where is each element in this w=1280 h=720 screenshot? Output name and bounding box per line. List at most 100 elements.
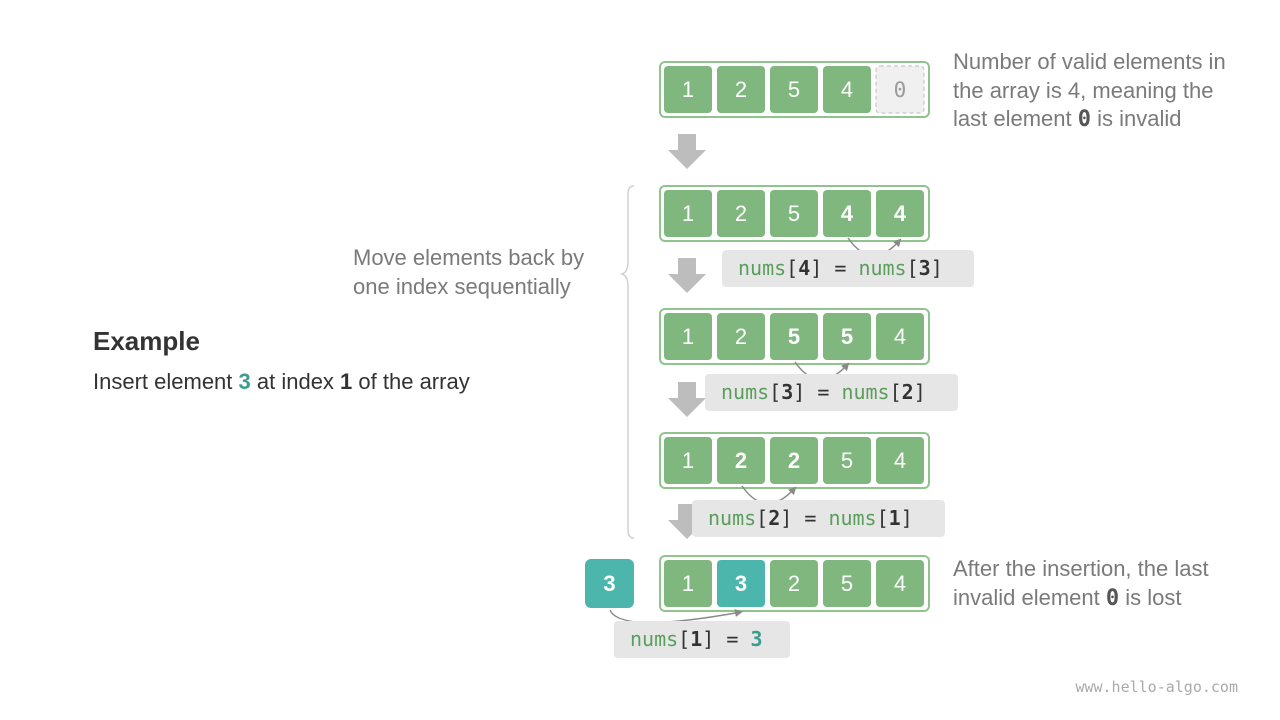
- down-arrows: [668, 134, 706, 539]
- op-bracket-open: [: [907, 256, 919, 280]
- op-rhs-index: 2: [902, 380, 914, 404]
- op-lhs-index: 3: [781, 380, 793, 404]
- op-bracket-open: [: [678, 627, 690, 651]
- array-cell: [876, 313, 924, 360]
- op-bracket-open: [: [890, 380, 902, 404]
- note-top-line3-prefix: last element: [953, 106, 1078, 131]
- array-cell-value: 1: [682, 571, 694, 596]
- new-element-box: [585, 559, 634, 608]
- op-label-bg: [692, 500, 945, 537]
- op-bracket-close: ]: [931, 256, 943, 280]
- array-cell-value: 2: [788, 448, 800, 473]
- array-cell: [770, 190, 818, 237]
- note-top-code: 0: [1078, 107, 1091, 132]
- insert-mid: at index: [251, 369, 340, 394]
- op-bracket-close: ]: [901, 506, 913, 530]
- note-top-line3-suffix: is invalid: [1091, 106, 1181, 131]
- op-eq: =: [792, 506, 828, 530]
- op-label-text: nums[3] = nums[2]: [721, 380, 926, 404]
- array-cell: [770, 560, 818, 607]
- insert-value: 3: [239, 369, 251, 394]
- op-lhs-index: 2: [768, 506, 780, 530]
- new-element: 3: [585, 559, 634, 608]
- op-lhs-name: nums: [738, 256, 786, 280]
- new-element-value: 3: [603, 571, 615, 596]
- array-cell: [770, 66, 818, 113]
- array-cell-value: 2: [735, 201, 747, 226]
- array-cell: [664, 190, 712, 237]
- array-cell: [664, 313, 712, 360]
- array-cell: [664, 66, 712, 113]
- insert-suffix: of the array: [352, 369, 469, 394]
- note-bottom-line1: After the insertion, the last: [953, 556, 1209, 581]
- array-cell-value: 1: [682, 324, 694, 349]
- array-cell-value: 2: [735, 448, 747, 473]
- op-bracket-close: ]: [780, 506, 792, 530]
- op-lhs-name: nums: [630, 627, 678, 651]
- array-row: 1 2 5 5 4: [659, 308, 930, 365]
- down-arrow-icon: [668, 258, 706, 293]
- array-cell: [823, 313, 871, 360]
- array-cell: [664, 437, 712, 484]
- op-rhs-name: nums: [858, 256, 906, 280]
- example-title: Example: [93, 326, 200, 356]
- inserted-cell: [717, 560, 765, 607]
- note-bottom-code: 0: [1106, 586, 1119, 611]
- op-bracket-close: ]: [914, 380, 926, 404]
- array-cell-value: 5: [841, 448, 853, 473]
- op-rhs-value: 3: [750, 627, 762, 651]
- note-bottom-line2-prefix: invalid element: [953, 585, 1106, 610]
- array-cell: [770, 437, 818, 484]
- op-label-2: nums[3] = nums[2]: [705, 374, 958, 411]
- array-cell-value: 2: [735, 324, 747, 349]
- array-cell: [717, 190, 765, 237]
- example-description: Insert element 3 at index 1 of the array: [93, 369, 470, 394]
- array-cell: [770, 313, 818, 360]
- insert-index: 1: [340, 369, 352, 394]
- op-lhs-name: nums: [708, 506, 756, 530]
- array-cell: [664, 560, 712, 607]
- array-cell: [876, 190, 924, 237]
- array-cell-value: 5: [788, 201, 800, 226]
- array-cell-value: 5: [841, 324, 853, 349]
- op-lhs-name: nums: [721, 380, 769, 404]
- op-eq: =: [714, 627, 750, 651]
- array-cell: [876, 560, 924, 607]
- array-cell-value: 4: [841, 201, 854, 226]
- op-eq: =: [822, 256, 858, 280]
- op-label-bg: [705, 374, 958, 411]
- op-label-3: nums[2] = nums[1]: [692, 500, 945, 537]
- array-cell-value: 5: [788, 324, 800, 349]
- op-eq: =: [805, 380, 841, 404]
- invalid-cell: [875, 65, 925, 114]
- array-cell-value: 2: [735, 77, 747, 102]
- op-label-1: nums[4] = nums[3]: [722, 250, 974, 287]
- op-rhs-index: 1: [889, 506, 901, 530]
- array-cell-value: 5: [788, 77, 800, 102]
- op-bracket-open: [: [756, 506, 768, 530]
- array-cell-value: 4: [894, 324, 906, 349]
- array-cell-value: 4: [894, 571, 906, 596]
- op-label-text: nums[4] = nums[3]: [738, 256, 943, 280]
- note-move-line1: Move elements back by: [353, 245, 584, 270]
- op-rhs-name: nums: [828, 506, 876, 530]
- array-cell-value: 1: [682, 448, 694, 473]
- op-rhs-index: 3: [919, 256, 931, 280]
- array-cell-value: 1: [682, 77, 694, 102]
- array-cell-value: 0: [894, 78, 907, 102]
- note-top-line2: the array is 4, meaning the: [953, 78, 1213, 103]
- op-bracket-close: ]: [810, 256, 822, 280]
- down-arrow-icon: [668, 134, 706, 169]
- insert-prefix: Insert element: [93, 369, 239, 394]
- note-top-line3: last element 0 is invalid: [953, 106, 1181, 132]
- op-lhs-index: 1: [690, 627, 702, 651]
- op-bracket-open: [: [769, 380, 781, 404]
- op-label-text: nums[1] = 3: [630, 627, 762, 651]
- op-rhs-name: nums: [841, 380, 889, 404]
- note-bottom-line2: invalid element 0 is lost: [953, 585, 1181, 611]
- op-bracket-open: [: [786, 256, 798, 280]
- array-cell-value: 2: [788, 571, 800, 596]
- note-bottom-line2-suffix: is lost: [1119, 585, 1181, 610]
